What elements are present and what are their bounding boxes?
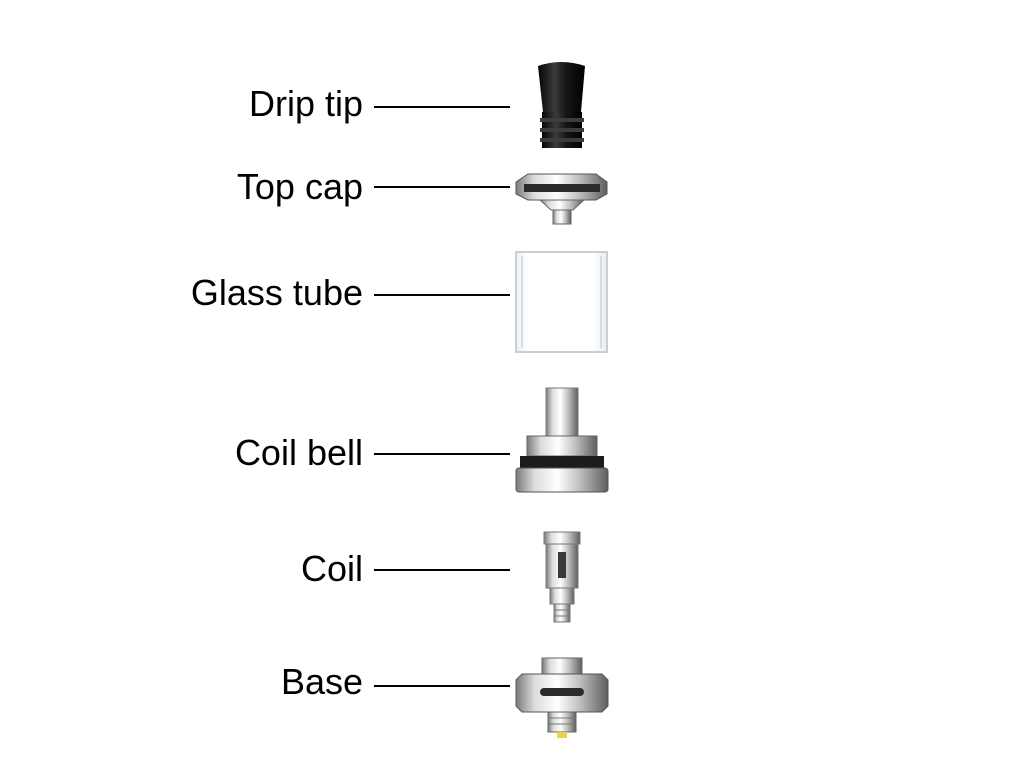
label-coil-bell: Coil bell: [234, 432, 363, 473]
leader-line-glass-tube: [374, 294, 510, 296]
leader-line-top-cap: [374, 186, 510, 188]
label-coil: Coil: [300, 548, 363, 589]
label-base: Base: [280, 661, 363, 702]
label-glass-tube: Glass tube: [190, 272, 363, 313]
glass-tube-part: [515, 251, 608, 353]
leader-line-base: [374, 685, 510, 687]
drip-tip-part: [538, 62, 585, 148]
coil-bell-part: [515, 387, 609, 493]
base-part: [515, 657, 609, 738]
top-cap-part: [515, 173, 608, 225]
leader-line-coil: [374, 569, 510, 571]
label-drip-tip: Drip tip: [248, 83, 363, 124]
leader-line-drip-tip: [374, 106, 510, 108]
leader-line-coil-bell: [374, 453, 510, 455]
coil-part: [543, 531, 581, 623]
label-top-cap: Top cap: [236, 166, 363, 207]
